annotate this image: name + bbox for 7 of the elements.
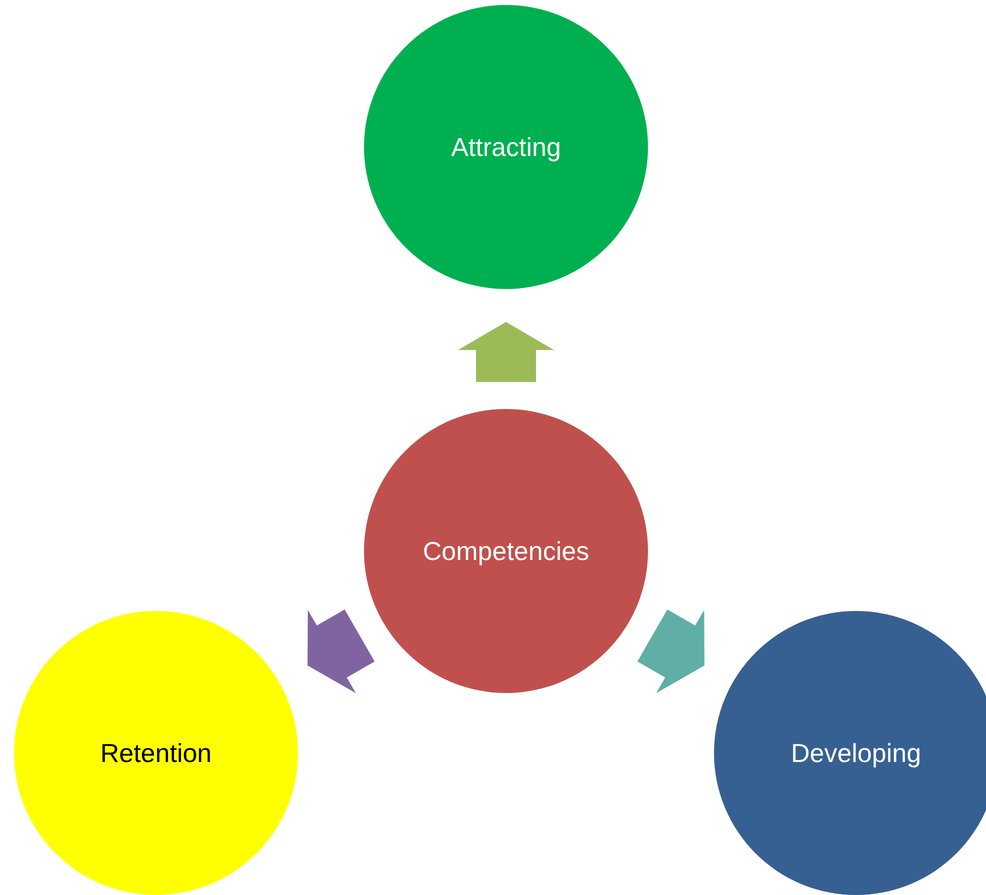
- node-label: Competencies: [422, 534, 590, 568]
- node-label: Developing: [790, 736, 922, 770]
- block-arrow: [308, 610, 375, 694]
- block-arrow: [637, 610, 704, 694]
- block-arrow: [458, 322, 554, 382]
- node-label: Attracting: [451, 130, 561, 164]
- node-label: Retention: [100, 736, 212, 770]
